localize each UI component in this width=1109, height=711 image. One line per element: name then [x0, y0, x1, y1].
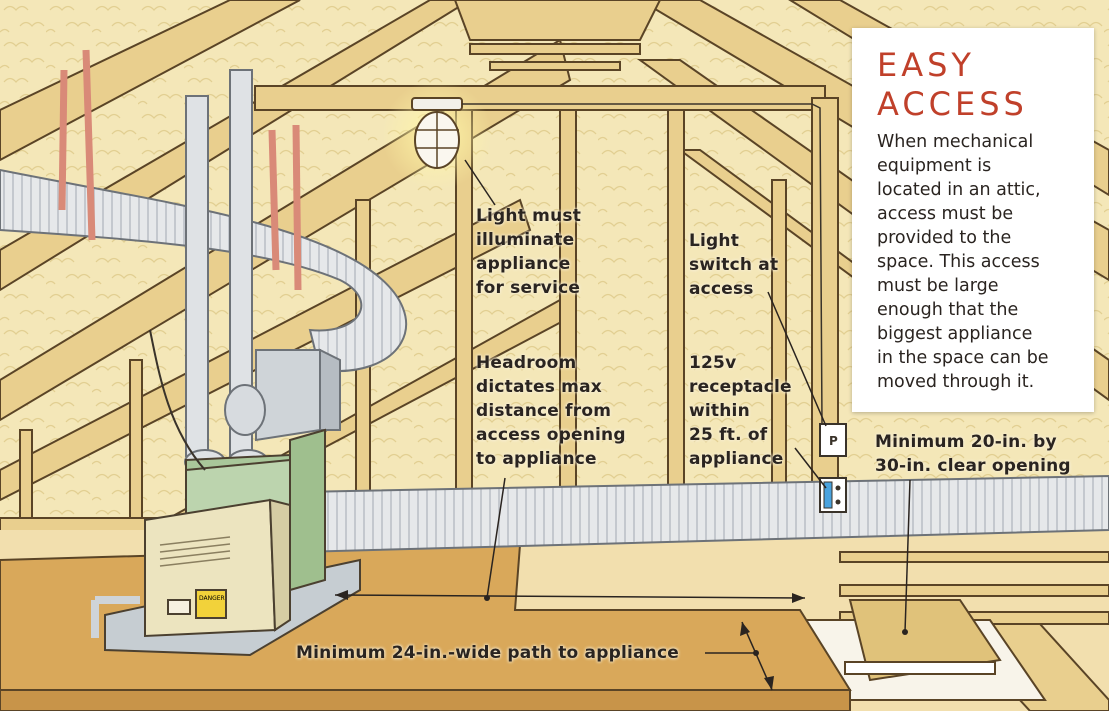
plenum-box: [224, 348, 341, 442]
infobox-title-line: ACCESS: [877, 85, 1028, 123]
callout-line: for service: [476, 278, 581, 298]
infobox-body: When mechanical equipment is located in …: [877, 130, 1094, 394]
infobox-title-line: EASY: [877, 46, 975, 84]
infobox-body-line: must be large: [877, 276, 999, 296]
furnace-sticker-text: DANGER: [199, 595, 225, 602]
infobox-body-line: space. This access: [877, 252, 1040, 272]
callout-headroom: Headroom dictates max distance from acce…: [476, 351, 626, 471]
callout-line: switch at: [689, 255, 779, 275]
callout-line: Headroom: [476, 353, 577, 373]
infobox-body-line: When mechanical: [877, 132, 1034, 152]
callout-line: access: [689, 279, 754, 299]
infobox-body-line: enough that the: [877, 300, 1019, 320]
infobox-body-line: equipment is: [877, 156, 992, 176]
infobox-body-line: biggest appliance: [877, 324, 1033, 344]
infobox-title: EASY ACCESS: [877, 46, 1094, 124]
easy-access-infobox: EASY ACCESS When mechanical equipment is…: [852, 28, 1094, 412]
callout-line: Light: [689, 231, 740, 251]
leader-dots: [335, 590, 908, 690]
plywood-edge: [0, 689, 851, 711]
callout-line: dictates max: [476, 377, 602, 397]
callout-line: receptacle: [689, 377, 792, 397]
callout-receptacle: 125v receptacle within 25 ft. of applian…: [689, 351, 792, 471]
access-opening: [788, 599, 1047, 701]
callout-light-switch: Light switch at access: [689, 229, 778, 301]
light-switch: P: [819, 423, 847, 457]
infobox-body-line: in the space can be: [877, 348, 1049, 368]
light-fixture: [382, 80, 492, 190]
infobox-body-line: provided to the: [877, 228, 1012, 248]
callout-line: distance from: [476, 401, 612, 421]
callout-line: Light must: [476, 206, 582, 226]
callout-line: Minimum 20-in. by: [875, 432, 1057, 452]
infobox-body-line: moved through it.: [877, 372, 1035, 392]
receptacle-outlet: [819, 477, 847, 513]
callout-line: access opening: [476, 425, 626, 445]
callout-line: to appliance: [476, 449, 597, 469]
callout-line: Minimum 24-in.-wide path to appliance: [296, 643, 679, 663]
callout-line: appliance: [476, 254, 571, 274]
flue-pipes: [184, 69, 269, 475]
infobox-body-line: access must be: [877, 204, 1014, 224]
furnace: DANGER: [104, 428, 361, 657]
power-cable: [149, 329, 206, 471]
infobox-body-line: located in an attic,: [877, 180, 1041, 200]
duct-straps: [58, 49, 302, 291]
callout-line: illuminate: [476, 230, 575, 250]
callout-light-illuminate: Light must illuminate appliance for serv…: [476, 204, 581, 300]
callout-line: within: [689, 401, 750, 421]
switch-symbol: P: [829, 434, 838, 448]
leader-lines: [334, 159, 911, 691]
gas-pipe: [91, 596, 140, 638]
ceiling-beam: [254, 85, 826, 111]
wall-studs: [19, 97, 839, 609]
callout-walkway-path: Minimum 24-in.-wide path to appliance: [296, 641, 679, 665]
callout-line: 30-in. clear opening: [875, 456, 1071, 476]
light-wiring: [462, 103, 823, 425]
callout-line: 25 ft. of: [689, 425, 768, 445]
ridge-framing: [453, 0, 662, 71]
callout-clear-opening: Minimum 20-in. by 30-in. clear opening: [875, 430, 1071, 478]
callout-line: 125v: [689, 353, 737, 373]
callout-line: appliance: [689, 449, 784, 469]
